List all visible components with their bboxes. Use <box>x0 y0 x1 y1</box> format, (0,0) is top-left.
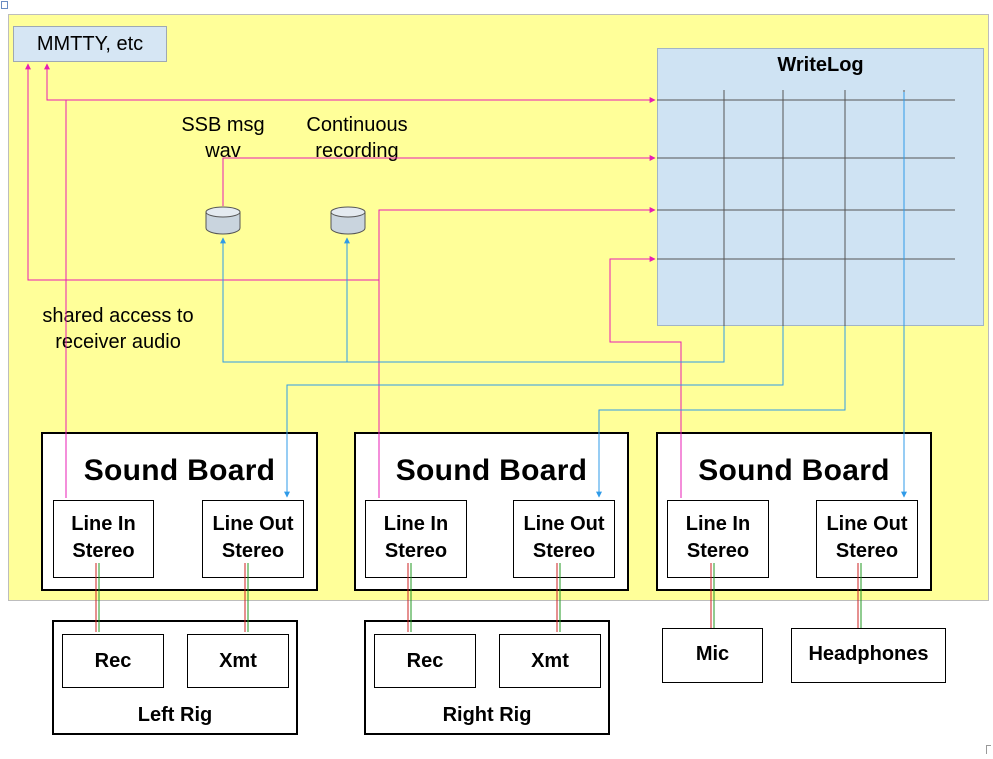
continuous-line2: recording <box>315 140 399 162</box>
wire-writelog-to-board2-out <box>596 326 846 498</box>
corner-marker-bottom <box>986 745 991 754</box>
line-in-label: Line In <box>685 513 751 535</box>
recording-disk-icon <box>330 206 366 235</box>
ssb-msg-label: SSB msg wav <box>160 112 286 164</box>
sound-board-3-title: Sound Board <box>698 454 890 487</box>
continuous-line1: Continuous <box>306 114 408 136</box>
left-rig-xmt: Xmt <box>187 634 289 688</box>
wire-ssb-to-writelog <box>222 155 656 206</box>
line-in-label: Line In <box>71 513 136 535</box>
sound-board-2: Sound Board Line In Stereo Line Out Ster… <box>354 432 629 591</box>
line-in-sub-label: Stereo <box>384 540 448 562</box>
writelog-panel <box>657 48 984 326</box>
headphones-box: Headphones <box>791 628 946 683</box>
right-rig-rec: Rec <box>374 634 476 688</box>
ssb-msg-line1: SSB msg <box>181 114 265 136</box>
line-in-label: Line In <box>383 513 449 535</box>
sound-board-3-line-in: Line In Stereo <box>667 500 769 578</box>
line-out-label: Line Out <box>212 513 294 535</box>
wire-board2-to-mmtty <box>25 63 380 498</box>
right-rig: Rec Xmt Right Rig <box>364 620 610 735</box>
ssb-wav-disk-icon <box>205 206 241 235</box>
line-out-label: Line Out <box>826 513 908 535</box>
left-rig-label: Left Rig <box>137 704 213 726</box>
sound-board-1-line-in: Line In Stereo <box>53 500 154 578</box>
wire-writelog-to-board1-out <box>284 326 784 498</box>
sound-board-3: Sound Board Line In Stereo Line Out Ster… <box>656 432 932 591</box>
mmtty-box: MMTTY, etc <box>13 26 167 62</box>
shared-line1: shared access to <box>42 305 194 327</box>
wire-mic-to-writelog <box>609 256 682 498</box>
line-in-sub-label: Stereo <box>686 540 750 562</box>
line-out-sub-label: Stereo <box>532 540 596 562</box>
sound-board-3-line-out: Line Out Stereo <box>816 500 918 578</box>
wire-board2-to-writelog <box>378 207 656 280</box>
left-rig: Rec Xmt Left Rig <box>52 620 298 735</box>
sound-board-2-line-out: Line Out Stereo <box>513 500 615 578</box>
sound-board-1-title: Sound Board <box>83 454 276 487</box>
line-in-sub-label: Stereo <box>72 540 135 562</box>
line-out-label: Line Out <box>523 513 605 535</box>
shared-access-label: shared access to receiver audio <box>18 303 218 355</box>
wire-writelog-to-ssb-disk <box>220 237 725 363</box>
left-rig-rec: Rec <box>62 634 164 688</box>
corner-marker <box>1 1 8 9</box>
sound-board-2-line-in: Line In Stereo <box>365 500 467 578</box>
writelog-title: WriteLog <box>777 54 864 76</box>
continuous-recording-label: Continuous recording <box>288 112 426 164</box>
ssb-msg-line2: wav <box>205 140 241 162</box>
sound-board-1-line-out: Line Out Stereo <box>202 500 304 578</box>
right-rig-xmt: Xmt <box>499 634 601 688</box>
right-rig-label: Right Rig <box>442 704 532 726</box>
line-out-sub-label: Stereo <box>835 540 899 562</box>
line-out-sub-label: Stereo <box>221 540 285 562</box>
sound-board-2-title: Sound Board <box>395 454 588 487</box>
audio-cables <box>95 563 862 632</box>
shared-line2: receiver audio <box>55 331 181 353</box>
mic-box: Mic <box>662 628 763 683</box>
sound-board-1: Sound Board Line In Stereo Line Out Ster… <box>41 432 318 591</box>
wire-board1-to-mmtty <box>44 63 67 498</box>
